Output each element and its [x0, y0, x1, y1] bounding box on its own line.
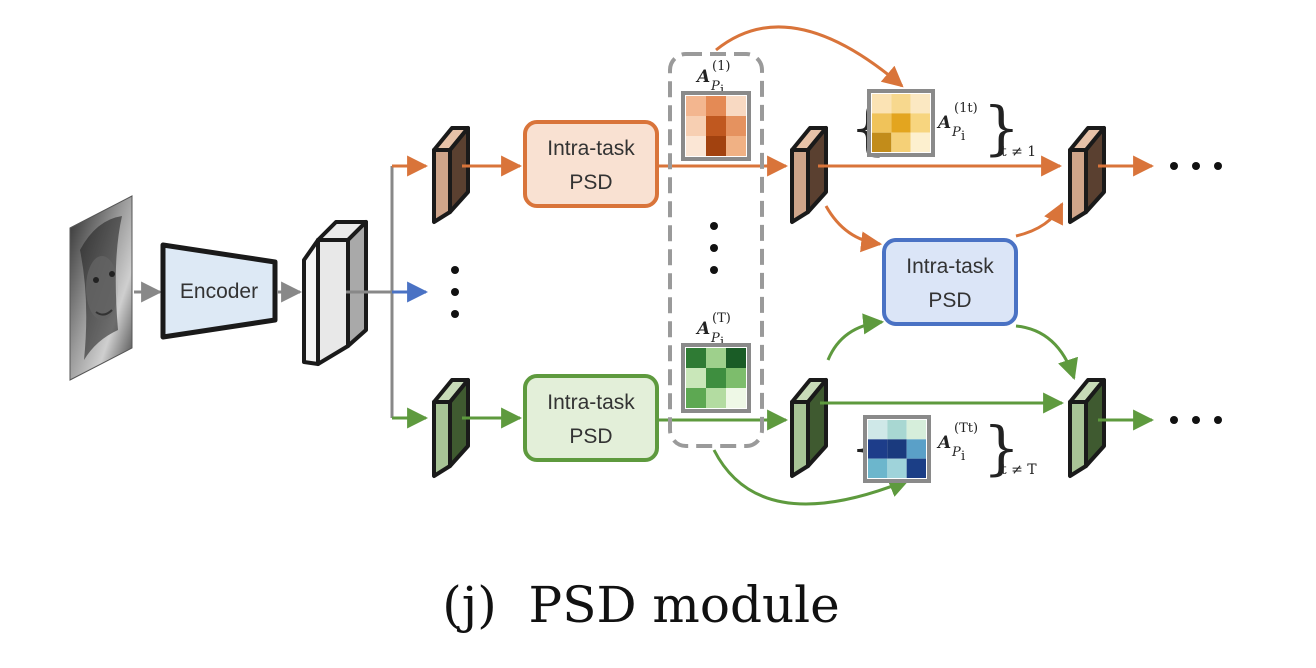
- task-1-output-feature: [1068, 126, 1106, 224]
- psd-bottom-line1: Intra-task: [547, 391, 635, 414]
- heatmap-cell: [868, 420, 888, 440]
- attn-Tt-subsub: i: [961, 449, 965, 464]
- heatmap-cell: [726, 96, 746, 116]
- task-T-output-feature: [1068, 378, 1106, 478]
- psd-middle-line2: PSD: [928, 289, 971, 312]
- attn-1-subsub: i: [720, 83, 724, 98]
- svg-text:}: }: [983, 414, 1020, 482]
- task-1-feature-map: [432, 126, 470, 224]
- heatmap-cell: [891, 132, 911, 152]
- psd-block-task-1: Intra-task PSD: [523, 120, 659, 208]
- attn-Tt-sub: P: [951, 445, 961, 460]
- heatmap-cell: [686, 96, 706, 116]
- heatmap-cell: [872, 113, 892, 133]
- attn-1-main: A: [695, 67, 710, 87]
- heatmap-cell: [706, 388, 726, 408]
- curve-task-T-to-middle-psd: [826, 313, 885, 361]
- attn-T-main: A: [695, 319, 710, 339]
- heatmap-cell: [910, 94, 930, 114]
- heatmap-cell: [706, 368, 726, 388]
- heatmap-cell: [686, 348, 706, 368]
- heatmap-cell: [706, 96, 726, 116]
- attn-1t-sup: (1t): [954, 101, 978, 116]
- heatmap-cell: [706, 136, 726, 156]
- curve-task-1-to-middle-psd: [824, 205, 883, 253]
- attn-1-sub: P: [710, 79, 720, 94]
- heatmap-attention-T: [681, 343, 751, 413]
- heatmap-cell: [868, 458, 888, 478]
- attention-label-1: A P i (1): [695, 59, 730, 98]
- heatmap-cell: [906, 420, 926, 440]
- input-face-image: [69, 195, 133, 381]
- curve-middle-psd-to-task-T-out: [1015, 324, 1078, 380]
- branch-connectors: [346, 155, 429, 429]
- ellipsis-horizontal-top: [1170, 162, 1222, 170]
- heatmap-cell: [910, 132, 930, 152]
- heatmap-cell: [726, 348, 746, 368]
- heatmap-cell: [906, 439, 926, 459]
- heatmap-cell: [887, 420, 907, 440]
- heatmap-cell: [887, 439, 907, 459]
- heatmap-cell: [906, 458, 926, 478]
- heatmap-attention-1: [681, 91, 751, 161]
- heatmap-cell: [891, 94, 911, 114]
- heatmap-cell: [686, 368, 706, 388]
- heatmap-cell: [726, 368, 746, 388]
- encoder-label: Encoder: [180, 280, 258, 303]
- curve-middle-psd-to-task-1-out: [1015, 202, 1064, 238]
- psd-top-line1: Intra-task: [547, 137, 635, 160]
- task-T-refined-feature: [790, 378, 828, 478]
- heatmap-cell: [887, 458, 907, 478]
- heatmap-cell: [706, 116, 726, 136]
- psd-middle-line1: Intra-task: [906, 255, 994, 278]
- heatmap-cell: [706, 348, 726, 368]
- heatmap-cell: [872, 94, 892, 114]
- heatmap-attention-Tt: [863, 415, 931, 483]
- attn-1-sup: (1): [712, 59, 730, 74]
- attn-T-sub: P: [710, 331, 720, 346]
- attn-T-subsub: i: [720, 335, 724, 350]
- heatmap-cell: [686, 388, 706, 408]
- figure-caption: (j) PSD module: [442, 576, 840, 634]
- psd-block-task-T: Intra-task PSD: [523, 374, 659, 462]
- shared-feature-map: [302, 220, 368, 366]
- heatmap-cell: [891, 113, 911, 133]
- attn-1t-main: A: [936, 113, 951, 133]
- attn-Tt-main: A: [936, 433, 951, 453]
- attention-label-T: A P i (T): [695, 311, 731, 350]
- psd-bottom-line2: PSD: [569, 425, 612, 448]
- heatmap-cell: [726, 388, 746, 408]
- task-T-feature-map: [432, 378, 470, 478]
- heatmap-cell: [726, 136, 746, 156]
- attn-Tt-cond: t ≠ T: [1001, 462, 1037, 478]
- psd-top-line2: PSD: [569, 171, 612, 194]
- attn-1t-subsub: i: [961, 129, 965, 144]
- curve-attn-1-to-cross: [715, 25, 904, 88]
- ellipsis-vertical-left: [451, 266, 459, 318]
- attn-Tt-sup: (Tt): [954, 421, 978, 436]
- ellipsis-vertical-attention: [710, 222, 718, 274]
- curve-attn-T-to-cross: [712, 449, 910, 506]
- ellipsis-horizontal-bottom: [1170, 416, 1222, 424]
- heatmap-cell: [686, 116, 706, 136]
- attn-1t-sub: P: [951, 125, 961, 140]
- heatmap-attention-1t: [867, 89, 935, 157]
- heatmap-cell: [872, 132, 892, 152]
- svg-text:}: }: [983, 94, 1020, 162]
- psd-block-cross-task: Intra-task PSD: [882, 238, 1018, 326]
- attention-maps-group: [668, 52, 764, 448]
- heatmap-cell: [726, 116, 746, 136]
- task-1-refined-feature: [790, 126, 828, 224]
- attn-T-sup: (T): [712, 311, 731, 326]
- attn-1t-cond: t ≠ 1: [1001, 144, 1036, 160]
- heatmap-cell: [910, 113, 930, 133]
- heatmap-cell: [686, 136, 706, 156]
- encoder-block: Encoder: [160, 242, 278, 340]
- heatmap-cell: [868, 439, 888, 459]
